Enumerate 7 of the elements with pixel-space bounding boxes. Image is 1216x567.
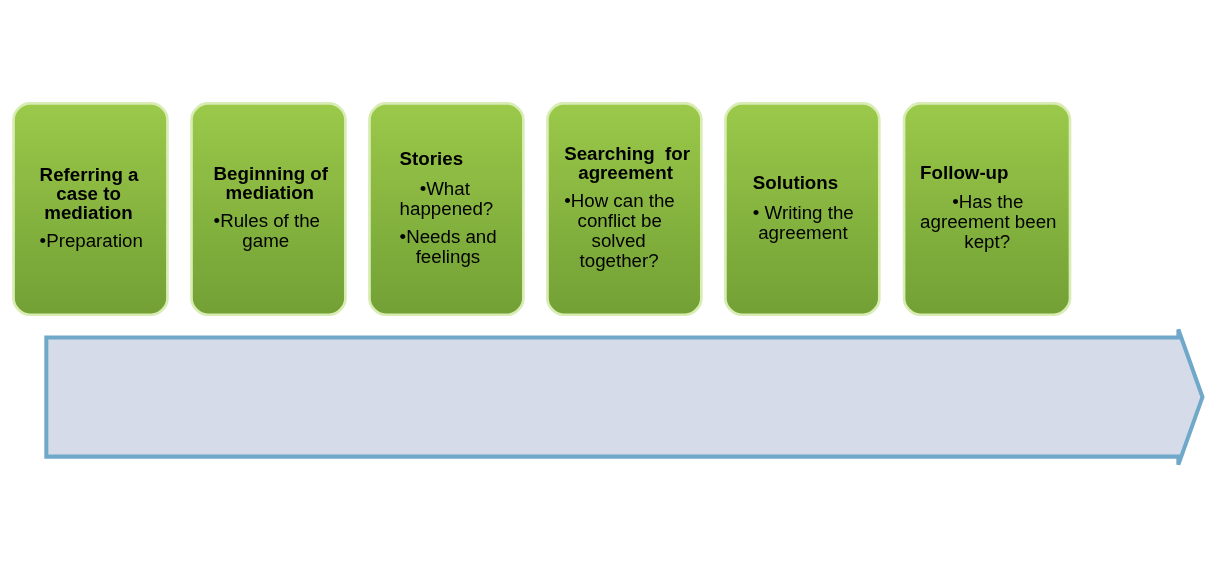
node-box: Follow-up •Has the agreement been kept?	[902, 101, 1072, 316]
node-box: Searching for agreement •How can the conflict be solved together?	[546, 101, 703, 316]
node-box: Stories •What happened? •Needs and feelings	[368, 101, 525, 316]
node-box: Beginning of mediation •Rules of the game	[190, 101, 347, 316]
node-box: Referring a case to mediation •Preparation	[12, 101, 169, 316]
node-box: Solutions • Writing the agreement	[724, 101, 881, 316]
node-arrow	[44, 327, 1205, 467]
